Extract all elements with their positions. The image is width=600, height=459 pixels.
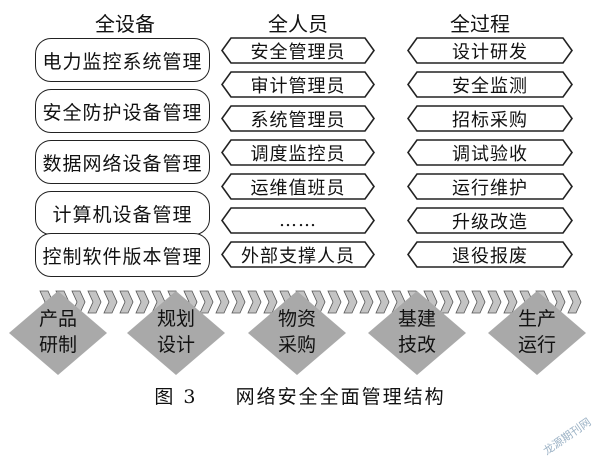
device-box: 电力监控系统管理	[35, 38, 210, 82]
chevron-arrow-icon	[119, 290, 134, 314]
personnel-column-title: 全人员	[268, 12, 328, 36]
chevron-arrow-icon	[359, 290, 374, 314]
stage-diamond: 物资 采购	[247, 290, 347, 376]
personnel-box: 系统管理员	[221, 105, 375, 132]
process-box: 调试验收	[407, 139, 573, 166]
hexagon-shape	[407, 139, 573, 166]
device-box: 控制软件版本管理	[35, 233, 210, 277]
device-box: 计算机设备管理	[35, 191, 210, 235]
chevron-arrow-icon	[567, 290, 582, 314]
stage-label-line1: 产品	[38, 308, 77, 330]
stage-label-line1: 物资	[277, 308, 316, 330]
hexagon-shape	[407, 37, 573, 64]
hexagon-shape	[221, 173, 375, 200]
personnel-label: 运维值班员	[250, 177, 346, 199]
chevron-arrow-icon	[215, 290, 230, 314]
chevron-arrow-icon	[87, 290, 102, 314]
chevron-arrow-icon	[375, 290, 390, 314]
chevron-arrow-icon	[439, 290, 454, 314]
figure-title: 网络安全全面管理结构	[235, 386, 446, 408]
stage-label-line1: 基建	[397, 308, 436, 330]
chevron-arrow-icon	[327, 290, 342, 314]
process-box: 设计研发	[407, 37, 573, 64]
hexagon-shape	[221, 139, 375, 166]
hexagon-shape	[407, 71, 573, 98]
chevron-arrow-icon	[343, 290, 358, 314]
chevron-arrow-icon	[455, 290, 470, 314]
process-label: 安全监测	[452, 75, 528, 97]
process-column-title: 全过程	[450, 12, 510, 36]
diamond-shape	[368, 291, 466, 375]
process-label: 运行维护	[452, 177, 528, 199]
chevron-arrow-icon	[471, 290, 486, 314]
hexagon-shape	[221, 71, 375, 98]
figure-caption: 图 3 网络安全全面管理结构	[0, 382, 600, 409]
stage-label-line1: 规划	[156, 308, 195, 330]
hexagon-shape	[221, 105, 375, 132]
stage-label-line2: 技改	[397, 334, 436, 356]
personnel-box: 安全管理员	[221, 37, 375, 64]
watermark-text: 龙源期刊网	[540, 415, 594, 458]
hexagon-shape	[221, 207, 375, 234]
process-label: 调试验收	[452, 143, 528, 165]
stage-diamond: 产品 研制	[8, 290, 108, 376]
chevron-arrow-icon	[199, 290, 214, 314]
hexagon-shape	[407, 241, 573, 268]
diamond-shape	[9, 291, 107, 375]
chevron-arrow-icon	[247, 290, 262, 314]
personnel-box: 调度监控员	[221, 139, 375, 166]
device-box: 数据网络设备管理	[35, 140, 210, 184]
personnel-label: 外部支撑人员	[241, 245, 355, 267]
hexagon-shape	[407, 173, 573, 200]
figure-number: 图 3	[154, 386, 198, 408]
diamond-shape	[248, 291, 346, 375]
stage-diamond: 生产 运行	[487, 290, 587, 376]
hexagon-shape	[407, 105, 573, 132]
process-box: 升级改造	[407, 207, 573, 234]
hexagon-shape	[221, 241, 375, 268]
personnel-label: 安全管理员	[250, 41, 346, 63]
process-label: 升级改造	[452, 211, 528, 233]
chevron-arrow-icon	[103, 290, 118, 314]
personnel-box: 外部支撑人员	[221, 241, 375, 268]
process-label: 招标采购	[452, 109, 528, 131]
process-box: 运行维护	[407, 173, 573, 200]
diamond-shape	[127, 291, 225, 375]
stage-label-line2: 研制	[38, 334, 77, 356]
process-label: 设计研发	[452, 41, 528, 63]
personnel-label: 调度监控员	[250, 143, 346, 165]
stage-diamond: 基建 技改	[367, 290, 467, 376]
hexagon-shape	[221, 37, 375, 64]
personnel-box: 运维值班员	[221, 173, 375, 200]
process-box: 退役报废	[407, 241, 573, 268]
personnel-box: ……	[221, 207, 375, 234]
personnel-label: ……	[279, 210, 317, 231]
hexagon-shape	[407, 207, 573, 234]
stage-label-line1: 生产	[517, 308, 556, 330]
diamond-shape	[488, 291, 586, 375]
device-box: 安全防护设备管理	[35, 89, 210, 133]
stage-label-line2: 设计	[156, 334, 195, 356]
process-label: 退役报废	[452, 245, 528, 267]
process-box: 安全监测	[407, 71, 573, 98]
stage-label-line2: 运行	[517, 334, 556, 356]
devices-column-title: 全设备	[95, 12, 155, 36]
chevron-arrow-icon	[135, 290, 150, 314]
personnel-label: 系统管理员	[250, 109, 346, 131]
personnel-box: 审计管理员	[221, 71, 375, 98]
stage-label-line2: 采购	[277, 334, 316, 356]
chevron-arrow-icon	[487, 290, 502, 314]
process-box: 招标采购	[407, 105, 573, 132]
chevron-arrow-icon	[231, 290, 246, 314]
personnel-label: 审计管理员	[250, 75, 346, 97]
stage-diamond: 规划 设计	[126, 290, 226, 376]
